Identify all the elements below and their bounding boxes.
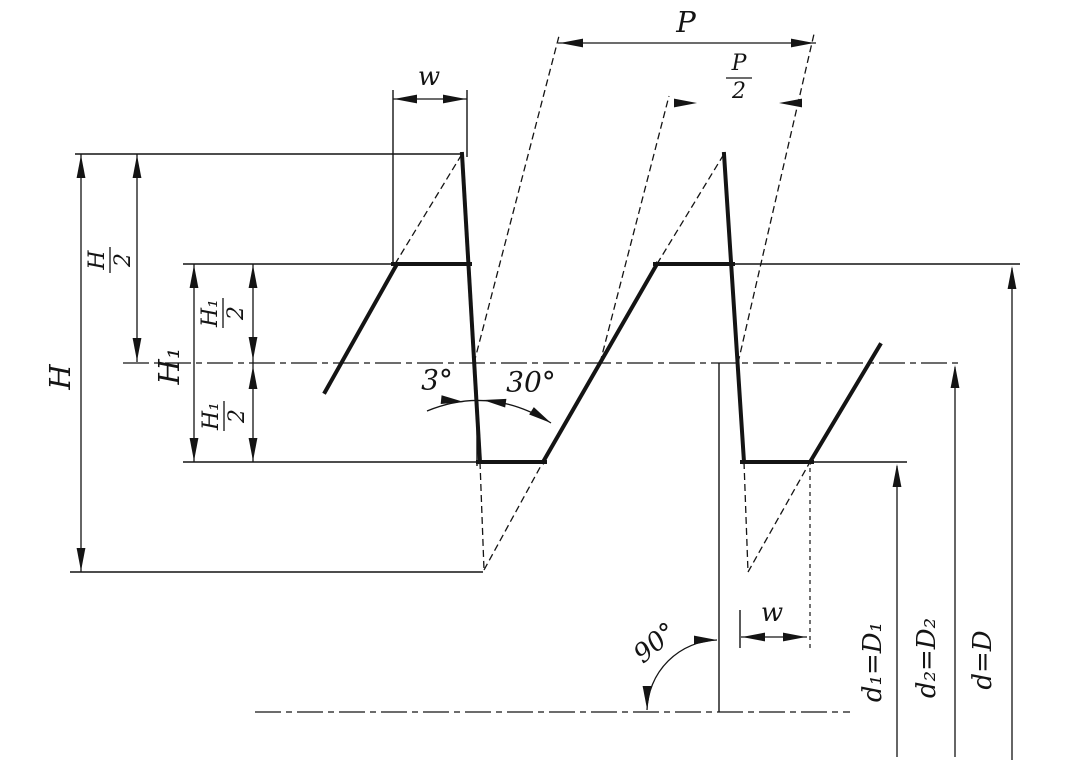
flank-extension-to-apex1 <box>394 153 463 265</box>
steep-extension-to-valley1 <box>479 461 485 571</box>
major-diameter-arrow <box>1007 266 1017 289</box>
half-pitch-label: P 2 <box>726 51 752 104</box>
dimension-working-height: H₁ <box>152 264 199 462</box>
pitch-diameter-arrow <box>950 365 960 388</box>
dimension-half-working-height: H₁ 2 H₁ 2 <box>198 264 258 462</box>
half-working-lower-denominator: 2 <box>225 409 250 424</box>
half-pitch-denominator: 2 <box>731 79 746 104</box>
flank-30deg-tooth3 <box>807 342 883 465</box>
pitch-projection-line-left <box>473 35 560 364</box>
root-width-arrow-right <box>783 632 806 642</box>
flank-extension-to-valley2 <box>747 461 811 573</box>
axis-angle-annotation: 90° <box>628 617 718 711</box>
minor-diameter-label: d₁=D₁ <box>858 622 888 702</box>
steep-flank-angle-label: 3° <box>421 364 453 397</box>
pitch-projection-line-middle <box>599 95 670 364</box>
half-working-upper-arrow-bottom <box>248 337 258 360</box>
half-total-height-label: H 2 <box>85 247 136 273</box>
dimension-total-height: H <box>43 154 86 572</box>
total-height-arrow-bottom <box>76 548 86 571</box>
dimension-root-width: w <box>739 468 811 648</box>
reference-lines <box>70 153 1020 713</box>
working-height-arrow-top <box>189 265 199 288</box>
steep-extension-to-valley2 <box>743 461 749 573</box>
flank-30deg-tooth1 <box>322 261 400 395</box>
minor-diameter-arrow <box>892 464 902 487</box>
dimension-crest-width: w <box>392 62 468 264</box>
thread-profile <box>322 151 883 465</box>
half-working-lower-arrow-bottom <box>248 438 258 461</box>
axis-angle-label: 90° <box>628 617 683 670</box>
load-flank-angle-label: 30° <box>506 366 556 399</box>
working-height-label: H₁ <box>152 348 186 386</box>
dimension-half-pitch: P 2 <box>674 51 802 108</box>
crest-width-label: w <box>418 62 440 92</box>
half-total-height-numerator: H <box>85 250 110 271</box>
pitch-arrow-left <box>560 38 583 48</box>
axis-angle-arrow-bottom <box>642 686 652 709</box>
half-working-lower-numerator: H₁ <box>199 402 224 431</box>
half-working-lower-arrow-top <box>248 366 258 389</box>
root-width-arrow-left <box>742 632 765 642</box>
half-pitch-numerator: P <box>731 51 748 76</box>
half-working-upper-numerator: H₁ <box>198 299 223 328</box>
root-width-label: w <box>761 598 783 628</box>
crest-width-arrow-left <box>394 94 417 104</box>
total-height-arrow-top <box>76 155 86 178</box>
crest-width-arrow-right <box>443 94 466 104</box>
pitch-projection-line-right <box>737 33 815 364</box>
half-pitch-arrow-left <box>674 98 697 108</box>
total-height-label: H <box>43 364 77 391</box>
major-diameter-label: d=D <box>968 630 998 689</box>
theoretical-profile-extensions <box>394 33 815 573</box>
working-height-arrow-bottom <box>189 438 199 461</box>
steep-angle-arrow-right <box>482 395 507 408</box>
half-working-upper-arrow-top <box>248 265 258 288</box>
steep-flank-tooth1 <box>459 151 483 465</box>
load-flank-angle-arrow <box>529 407 554 427</box>
half-working-height-upper-label: H₁ 2 <box>198 298 249 328</box>
pitch-diameter-label: d₂=D₂ <box>912 618 942 698</box>
half-working-height-lower-label: H₁ 2 <box>199 401 250 431</box>
flank-extension-to-apex2 <box>656 153 725 265</box>
dimension-half-total-height: H 2 <box>85 154 142 362</box>
half-total-height-arrow-bottom <box>132 338 142 361</box>
steep-flank-tooth2 <box>721 151 747 465</box>
half-working-upper-denominator: 2 <box>224 306 249 321</box>
flank-extension-to-valley1 <box>483 461 544 571</box>
dimension-pitch: P <box>558 5 816 48</box>
half-total-height-denominator: 2 <box>111 253 136 268</box>
pitch-label: P <box>675 5 696 39</box>
half-pitch-arrow-right <box>779 98 802 108</box>
flank-angle-annotation: 3° 30° <box>421 364 556 427</box>
half-total-height-arrow-top <box>132 155 142 178</box>
diameter-leaders: d₁=D₁ d₂=D₂ d=D <box>858 266 1017 760</box>
axis-angle-arrow-top <box>694 635 717 645</box>
